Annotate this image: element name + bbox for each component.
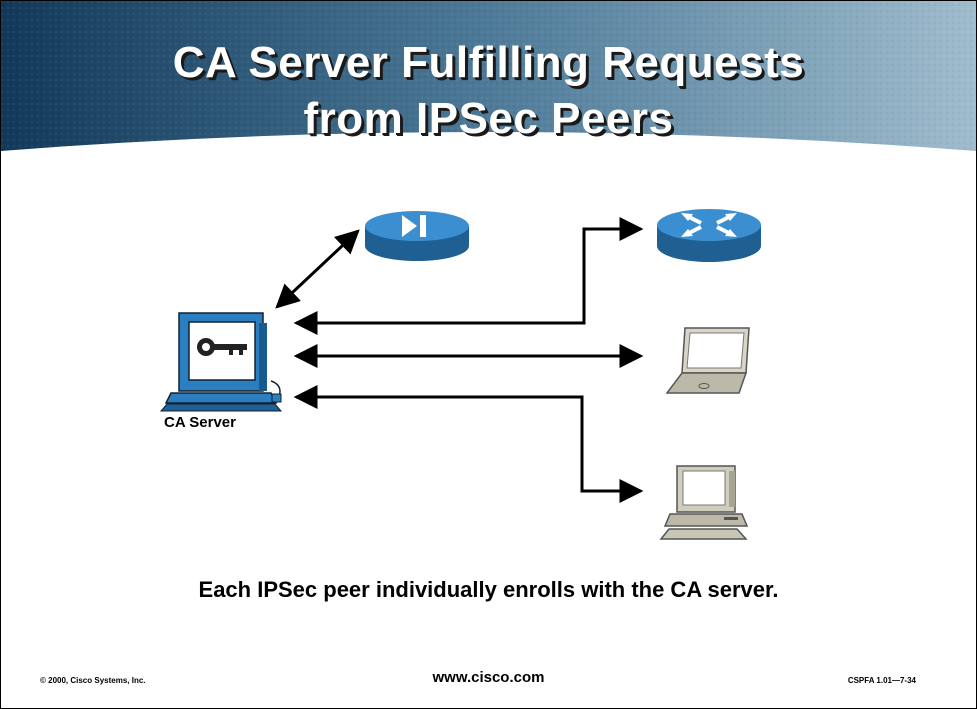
pix-firewall-icon xyxy=(365,211,469,261)
title-line-2: from IPSec Peers xyxy=(303,94,674,143)
footer-course-code: CSPFA 1.01—7-34 xyxy=(847,676,916,685)
link-ca-firewall xyxy=(275,229,360,309)
laptop-icon xyxy=(665,327,750,394)
footer-url: www.cisco.com xyxy=(432,669,545,686)
workstation-icon xyxy=(659,465,749,540)
slide-caption: Each IPSec peer individually enrolls wit… xyxy=(198,577,779,602)
footer-copyright: © 2000, Cisco Systems, Inc. xyxy=(40,676,146,685)
title-banner xyxy=(1,1,976,151)
router-icon xyxy=(657,209,761,262)
title-line-1: CA Server Fulfilling Requests xyxy=(172,38,805,87)
slide-title: CA Server Fulfilling Requests from IPSec… xyxy=(1,35,976,147)
ca-server-icon xyxy=(159,312,283,412)
link-ca-workstation xyxy=(293,385,644,503)
network-diagram xyxy=(159,209,761,540)
link-ca-router xyxy=(293,217,644,335)
ca-server-label: CA Server xyxy=(164,414,236,431)
